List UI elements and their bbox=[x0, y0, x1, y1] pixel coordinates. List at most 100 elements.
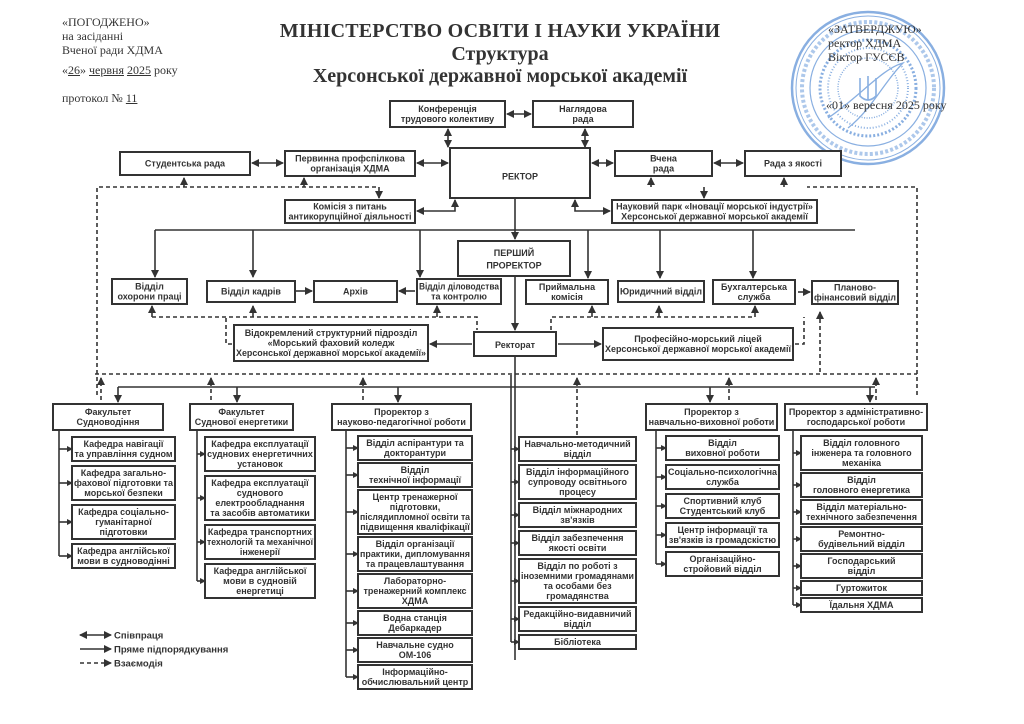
unit-label: іноземними громадянами bbox=[521, 571, 634, 581]
legend-label: Взаємодія bbox=[114, 659, 163, 670]
unit-label: Відділ забезпечення bbox=[531, 533, 623, 543]
unit-label: служба bbox=[706, 477, 740, 487]
unit-label: Навчально-методичний bbox=[524, 439, 630, 449]
unit-label: Суднової енергетики bbox=[195, 417, 288, 427]
unit-label: підготовки, bbox=[390, 502, 440, 512]
unit-box bbox=[800, 580, 923, 596]
unit-label: Інформаційно- bbox=[382, 667, 448, 677]
unit-box bbox=[811, 280, 899, 305]
unit-label: служба bbox=[738, 292, 772, 302]
unit-label: інженера та головного bbox=[811, 448, 912, 458]
unit-label: докторантури bbox=[384, 448, 446, 458]
unit-col5-item5: Гуртожиток bbox=[800, 580, 923, 596]
unit-box bbox=[357, 573, 473, 609]
unit-label: суднового bbox=[237, 488, 284, 498]
protocol: протокол № 11 bbox=[62, 91, 178, 105]
agreed-date: «26» червня 2025 року bbox=[62, 63, 178, 77]
unit-label: енергетиці bbox=[236, 586, 284, 596]
unit-box bbox=[518, 464, 637, 500]
unit-box bbox=[665, 522, 780, 548]
unit-label: Конференція bbox=[418, 104, 476, 114]
unit-box bbox=[233, 324, 429, 362]
unit-box bbox=[784, 403, 928, 431]
unit-box bbox=[71, 543, 176, 569]
unit-box bbox=[665, 551, 780, 577]
approve-label: «ЗАТВЕРДЖУЮ» bbox=[828, 22, 922, 36]
unit-label: Судноводіння bbox=[76, 417, 139, 427]
structure-title: Структура bbox=[451, 43, 549, 65]
approve-line2: ректор ХДМА bbox=[828, 36, 902, 50]
agreed-date-day: 26 bbox=[68, 63, 80, 77]
unit-label: Архів bbox=[343, 287, 368, 297]
legend-label: Пряме підпорядкування bbox=[114, 645, 228, 656]
unit-box bbox=[532, 100, 634, 128]
agreed-date-suffix: року bbox=[153, 63, 178, 77]
unit-label: Планово- bbox=[834, 283, 876, 293]
unit-box bbox=[518, 530, 637, 556]
unit-label: відділ bbox=[848, 566, 876, 576]
connector bbox=[807, 186, 918, 395]
agreed-line2: на засіданні bbox=[62, 29, 124, 43]
unit-label: Приймальна bbox=[539, 282, 596, 292]
unit-label: фінансовий відділ bbox=[814, 293, 896, 303]
unit-label: Херсонської державної морської академії bbox=[621, 212, 808, 222]
unit-box bbox=[119, 151, 251, 176]
unit-box bbox=[357, 637, 473, 663]
unit-label: Навчальне судно bbox=[376, 640, 454, 650]
unit-box bbox=[525, 279, 609, 305]
unit-label: Комісія з питань bbox=[313, 202, 387, 212]
unit-label: мови в судновій bbox=[223, 576, 297, 586]
unit-box bbox=[800, 472, 923, 498]
unit-label: Відділ організації bbox=[376, 539, 455, 549]
unit-box bbox=[665, 464, 780, 490]
connector bbox=[571, 199, 611, 215]
unit-label: підготовки bbox=[100, 527, 148, 537]
unit-label: процесу bbox=[559, 487, 596, 497]
unit-label: Юридичний відділ bbox=[620, 287, 702, 297]
unit-label: комісія bbox=[551, 292, 583, 302]
unit-label: Бібліотека bbox=[554, 637, 602, 647]
unit-label: та контролю bbox=[431, 292, 487, 302]
unit-label: рада bbox=[572, 114, 594, 124]
unit-box bbox=[206, 280, 296, 303]
agreed-line3: Вченої ради ХДМА bbox=[62, 43, 163, 57]
agreed-label: «ПОГОДЖЕНО» bbox=[62, 15, 150, 29]
unit-label: Професійно-морський ліцей bbox=[634, 334, 762, 344]
unit-label: обчислювальний центр bbox=[362, 677, 469, 687]
ministry-title: МІНІСТЕРСТВО ОСВІТИ І НАУКИ УКРАЇНИ bbox=[279, 20, 721, 42]
unit-box bbox=[800, 499, 923, 525]
unit-label: зв'язків bbox=[560, 515, 595, 525]
unit-label: Бухгалтерська bbox=[721, 282, 788, 292]
unit-label: практики, дипломування bbox=[360, 549, 470, 559]
unit-label: трудового колективу bbox=[401, 114, 494, 124]
unit-box bbox=[518, 606, 637, 632]
unit-label: Херсонської державної морської академії bbox=[605, 344, 791, 354]
unit-label: Відділ діловодства bbox=[419, 282, 500, 292]
unit-label: Відділ кадрів bbox=[221, 287, 281, 297]
legend-item-dashed-arrow: Взаємодія bbox=[80, 659, 163, 670]
unit-box bbox=[389, 100, 506, 128]
unit-label: установок bbox=[237, 459, 283, 469]
connectors bbox=[58, 110, 918, 680]
unit-label: Факультет bbox=[218, 407, 265, 417]
connector bbox=[416, 199, 459, 215]
unit-label: навчально-виховної роботи bbox=[649, 417, 775, 427]
unit-label: Кафедра транспортних bbox=[208, 527, 312, 537]
unit-label: стройовий відділ bbox=[683, 564, 761, 574]
unit-label: рада bbox=[653, 164, 675, 174]
unit-label: Рада з якості bbox=[764, 159, 822, 169]
